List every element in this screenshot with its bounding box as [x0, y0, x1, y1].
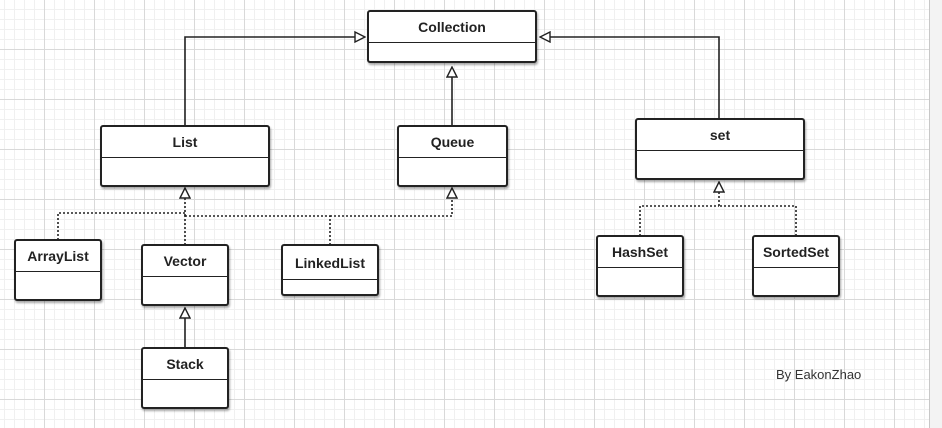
class-name: HashSet: [598, 237, 682, 268]
edge-list-collection: [184, 37, 355, 126]
class-body: [399, 158, 506, 185]
class-set[interactable]: set: [635, 118, 805, 180]
edge-sortedset-set: [719, 205, 797, 236]
author-credit: By EakonZhao: [776, 367, 862, 382]
class-body: [16, 272, 100, 299]
class-body: [143, 380, 227, 407]
class-name: Stack: [143, 349, 227, 380]
class-stack[interactable]: Stack: [141, 347, 229, 409]
class-name: LinkedList: [283, 246, 377, 280]
class-collection[interactable]: Collection: [367, 10, 537, 63]
class-name: SortedSet: [754, 237, 838, 268]
class-hashset[interactable]: HashSet: [596, 235, 684, 297]
edge-hashset-set: [639, 205, 719, 236]
edge-arraylist-list: [57, 212, 185, 240]
class-body: [143, 277, 227, 304]
class-body: [102, 158, 268, 185]
class-vector[interactable]: Vector: [141, 244, 229, 306]
class-name: Queue: [399, 127, 506, 158]
class-arraylist[interactable]: ArrayList: [14, 239, 102, 301]
class-linkedlist[interactable]: LinkedList: [281, 244, 379, 296]
edge-set-collection: [550, 37, 720, 119]
class-name: Collection: [369, 12, 535, 43]
class-body: [754, 268, 838, 295]
edge-linkedlist-queue: [330, 198, 452, 217]
class-body: [598, 268, 682, 295]
class-name: List: [102, 127, 268, 158]
class-body: [369, 43, 535, 61]
class-name: Vector: [143, 246, 227, 277]
class-body: [283, 280, 377, 294]
class-name: ArrayList: [16, 241, 100, 272]
class-queue[interactable]: Queue: [397, 125, 508, 187]
class-name: set: [637, 120, 803, 151]
canvas-scroll-edge: [929, 0, 942, 428]
edge-linkedlist-list: [185, 215, 331, 245]
class-body: [637, 151, 803, 178]
class-list[interactable]: List: [100, 125, 270, 187]
class-sortedset[interactable]: SortedSet: [752, 235, 840, 297]
